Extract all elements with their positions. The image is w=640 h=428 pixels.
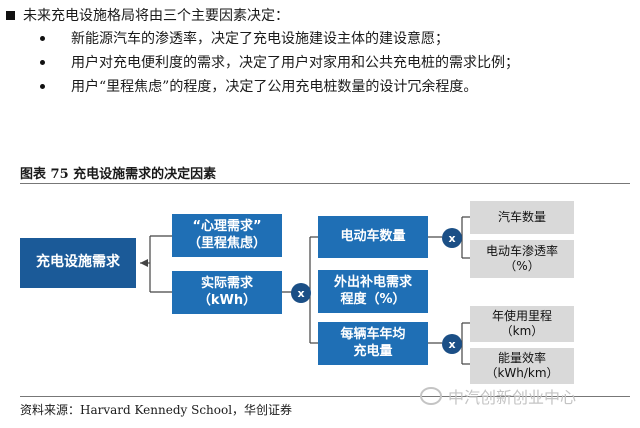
car-count-box: 汽车数量: [470, 201, 574, 234]
bullet-text: 用户对充电便利度的需求，决定了用户对家用和公共充电桩的需求比例；: [71, 55, 519, 71]
ev-penetration-line1: 电动车渗透率: [485, 244, 558, 258]
per-vehicle-line1: 每辆车年均: [340, 327, 406, 343]
intro-section: 未来充电设施格局将由三个主要因素决定： 新能源汽车的渗透率，决定了充电设施建设主…: [6, 4, 636, 98]
actual-line1: 实际需求: [200, 276, 253, 292]
figure-top-rule: [20, 183, 630, 184]
ev-count-box: 电动车数量: [318, 216, 428, 258]
per-vehicle-charge-box: 每辆车年均 充电量: [318, 322, 428, 365]
figure-title: 图表 75 充电设施需求的决定因素: [20, 167, 217, 182]
intro-heading-text: 未来充电设施格局将由三个主要因素决定：: [23, 8, 289, 24]
multiply-icon: x: [442, 334, 462, 354]
bullet-dot-icon: [40, 83, 45, 89]
charging-demand-box: 充电设施需求: [20, 238, 136, 288]
energy-efficiency-line1: 能量效率: [497, 351, 546, 365]
external-line1: 外出补电需求: [333, 275, 412, 291]
source-note: 资料来源：Harvard Kennedy School，华创证券: [20, 403, 293, 417]
per-vehicle-line2: 充电量: [353, 343, 393, 359]
bullet-item: 新能源汽车的渗透率，决定了充电设施建设主体的建设意愿；: [6, 26, 636, 50]
annual-mileage-line1: 年使用里程: [491, 309, 552, 323]
multiply-icon: x: [442, 228, 462, 248]
annual-mileage-line2: （km）: [500, 324, 544, 338]
square-bullet-icon: [6, 10, 15, 20]
psych-line2: （里程焦虑）: [187, 235, 266, 251]
bullet-item: 用户对充电便利度的需求，决定了用户对家用和公共充电桩的需求比例；: [6, 50, 636, 74]
energy-efficiency-box: 能量效率 （kWh/km）: [470, 348, 574, 384]
ev-penetration-line2: （%）: [504, 259, 540, 273]
watermark-text: 中汽创新创业中心: [448, 388, 577, 407]
bullet-text: 用户“里程焦虑”的程度，决定了公用充电桩数量的设计冗余程度。: [71, 79, 478, 95]
bullet-dot-icon: [40, 35, 45, 41]
watermark: 中汽创新创业中心: [420, 384, 576, 408]
wechat-logo-icon: [420, 387, 442, 405]
external-charging-box: 外出补电需求 程度（%）: [318, 270, 428, 313]
psychological-demand-box: “心理需求” （里程焦虑）: [172, 214, 282, 257]
bullet-dot-icon: [40, 59, 45, 65]
figure-bottom-rule: [20, 396, 630, 397]
psych-line1: “心理需求”: [192, 219, 262, 235]
actual-line2: （kWh）: [197, 292, 257, 308]
ev-penetration-box: 电动车渗透率 （%）: [470, 240, 574, 278]
external-line2: 程度（%）: [340, 291, 406, 307]
bullet-text: 新能源汽车的渗透率，决定了充电设施建设主体的建设意愿；: [71, 31, 449, 47]
annual-mileage-box: 年使用里程 （km）: [470, 306, 574, 342]
intro-heading: 未来充电设施格局将由三个主要因素决定：: [6, 4, 636, 26]
multiply-icon: x: [291, 283, 311, 303]
energy-efficiency-line2: （kWh/km）: [485, 366, 559, 380]
actual-demand-box: 实际需求 （kWh）: [172, 271, 282, 314]
bullet-item: 用户“里程焦虑”的程度，决定了公用充电桩数量的设计冗余程度。: [6, 74, 636, 98]
